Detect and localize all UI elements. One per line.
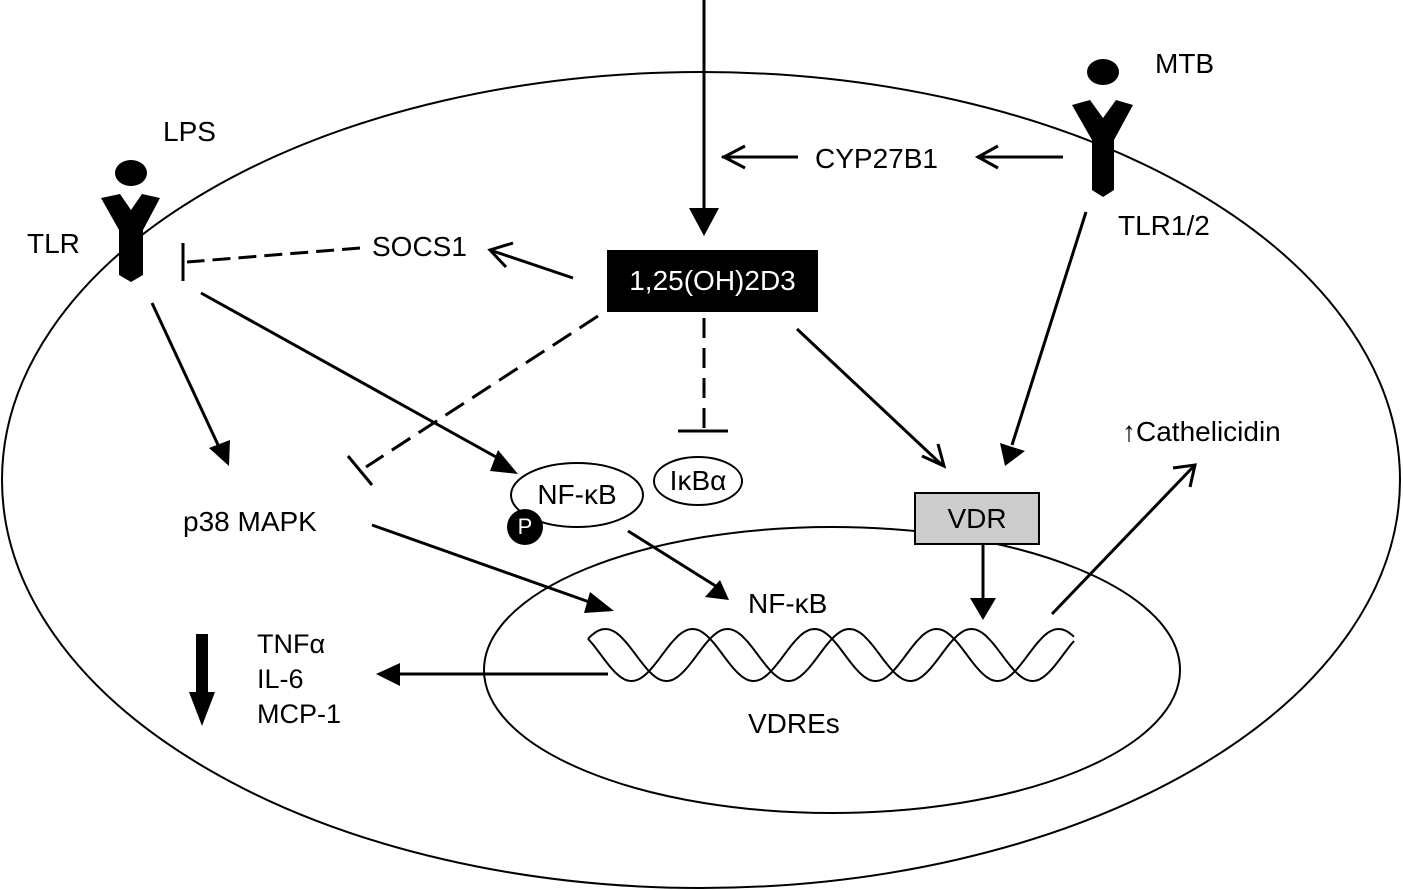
tlr12-receptor-icon — [1072, 59, 1133, 197]
edge-tlr-to-p38 — [150, 302, 230, 466]
edge-socs1-inhibits-tlr — [181, 243, 361, 281]
edge-tlr-to-nfkb — [200, 291, 518, 474]
edge-cyp27b1-to-calcitriol — [720, 144, 798, 170]
cell-membrane — [1, 71, 1401, 889]
nfkb-nuclear-label: NF-κB — [748, 588, 828, 619]
cathelicidin-label: ↑Cathelicidin — [1122, 416, 1281, 447]
edge-nfkb-to-nucleus — [627, 529, 729, 600]
edge-dna-to-cathelicidin — [1050, 463, 1197, 616]
tlr-label: TLR — [27, 228, 80, 259]
tlr12-label: TLR1/2 — [1118, 210, 1210, 241]
edge-p38-to-dna — [371, 523, 614, 613]
socs1-label: SOCS1 — [372, 231, 467, 262]
cyp27b1-label: CYP27B1 — [815, 143, 938, 174]
ikba-label: IκBα — [669, 465, 727, 496]
cytokine-mcp1: MCP-1 — [257, 699, 342, 729]
dna-helix-icon — [587, 627, 1075, 683]
tlr-receptor-icon — [101, 160, 160, 282]
edge-dna-to-cytokines — [376, 663, 608, 686]
edge-tlr12-to-cyp27b1 — [974, 144, 1063, 170]
nfkb-complex-label: NF-κB — [537, 479, 617, 510]
decrease-arrow-icon — [189, 634, 215, 726]
vdres-label: VDREs — [748, 708, 840, 739]
edge-extracellular-to-calcitriol — [689, 0, 719, 236]
edge-calcitriol-inhibits-ikba — [678, 318, 728, 433]
vdr-node: VDR — [914, 492, 1040, 545]
mtb-label: MTB — [1155, 48, 1215, 79]
phosphate-badge: P — [507, 509, 543, 545]
calcitriol-node: 1,25(OH)2D3 — [607, 250, 818, 312]
edge-calcitriol-inhibits-p38 — [346, 314, 599, 486]
edge-calcitriol-to-vdr — [795, 327, 947, 469]
cytokine-il6: IL-6 — [257, 664, 304, 694]
edge-tlr12-to-vdr — [1000, 211, 1088, 466]
nfkb-complex-shape — [510, 462, 644, 528]
p38-mapk-label: p38 MAPK — [183, 506, 317, 537]
nucleus — [483, 526, 1181, 814]
ikba-shape — [653, 456, 743, 506]
edge-calcitriol-to-socs1 — [487, 241, 574, 280]
edge-vdr-to-dna — [970, 545, 996, 620]
lps-label: LPS — [163, 116, 216, 147]
cytokine-tnfa: TNFα — [257, 629, 326, 659]
cytokine-list: TNFα IL-6 MCP-1 — [257, 627, 341, 732]
